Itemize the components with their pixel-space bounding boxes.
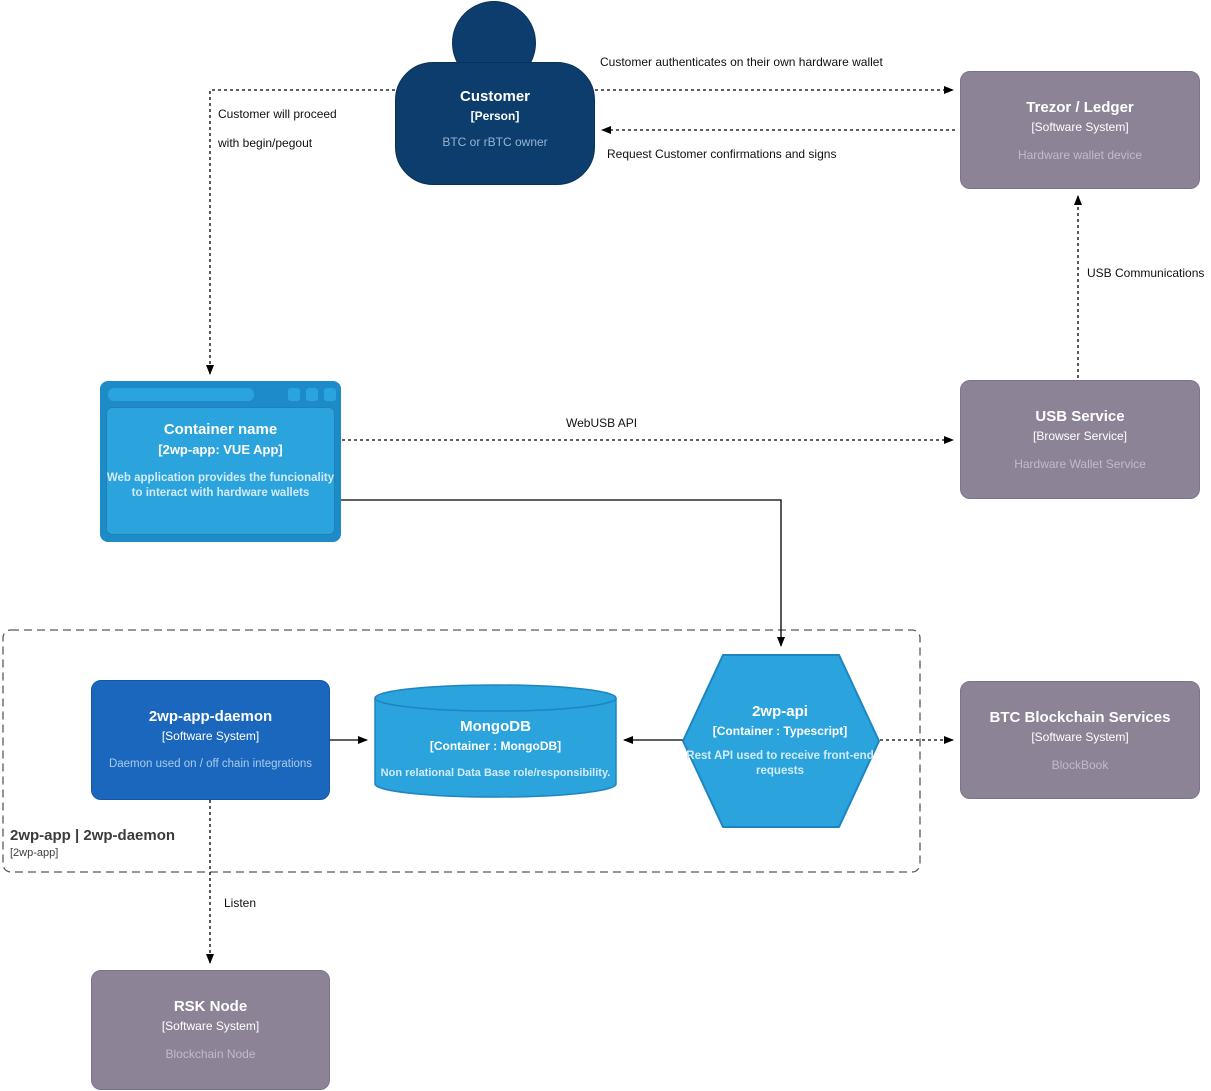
node-subtitle: [Software System] (161, 729, 260, 743)
node-trezor-ledger: Trezor / Ledger [Software System] Hardwa… (960, 71, 1200, 189)
label-customer-authenticates: Customer authenticates on their own hard… (600, 55, 883, 69)
browser-window-button (288, 388, 300, 401)
label-customer-proceed-line2: with begin/pegout (218, 136, 313, 150)
node-description: BlockBook (1051, 758, 1109, 772)
node-title: USB Service (1035, 408, 1125, 425)
edge-container-to-api (341, 499, 785, 647)
node-rsk-node: RSK Node [Software System] Blockchain No… (91, 970, 330, 1090)
node-btc-blockchain-services: BTC Blockchain Services [Software System… (960, 681, 1200, 799)
boundary-2wp-app (2, 629, 921, 873)
label-webusb-api: WebUSB API (566, 416, 638, 430)
boundary-label: 2wp-app | 2wp-daemon (10, 827, 176, 844)
node-title: MongoDB (460, 718, 531, 735)
node-description: Web application provides the funcionalit… (106, 472, 335, 499)
node-description: BTC or rBTC owner (442, 135, 548, 149)
edge-customer-to-container (206, 89, 395, 375)
label-customer-proceed-line1: Customer will proceed (218, 107, 337, 121)
node-subtitle: [2wp-app: VUE App] (158, 442, 283, 457)
node-2wp-app-daemon: 2wp-app-daemon [Software System] Daemon … (91, 680, 330, 800)
node-description: Hardware wallet device (1017, 148, 1143, 162)
browser-window-button (306, 388, 318, 401)
node-subtitle: [Software System] (1031, 730, 1129, 744)
node-title: RSK Node (173, 998, 248, 1015)
boundary-sublabel: [2wp-app] (10, 847, 59, 859)
label-listen: Listen (224, 896, 257, 910)
node-subtitle: [Software System] (1031, 120, 1129, 134)
browser-content-panel: Container name [2wp-app: VUE App] Web ap… (106, 407, 335, 535)
node-subtitle: [Software System] (161, 1019, 260, 1033)
node-customer: Customer [Person] BTC or rBTC owner (395, 62, 595, 185)
node-subtitle: [Container : Typescript] (712, 724, 848, 738)
label-usb-communications: USB Communications (1087, 266, 1205, 280)
node-title: Customer (459, 88, 530, 105)
node-description: Daemon used on / off chain integrations (108, 758, 313, 770)
browser-address-bar (108, 388, 254, 401)
node-description: Rest API used to receive front-end reque… (686, 750, 874, 777)
node-title: Container name (163, 421, 278, 438)
node-description: Non relational Data Base role/responsibi… (380, 767, 611, 779)
node-title: Trezor / Ledger (1026, 99, 1134, 116)
browser-window-button (324, 388, 336, 401)
node-subtitle: [Person] (470, 109, 520, 123)
node-subtitle: [Container : MongoDB] (429, 739, 562, 753)
node-mongodb-cylinder-icon (374, 684, 617, 798)
node-2wp-api: 2wp-api [Container : Typescript] Rest AP… (682, 653, 878, 779)
node-2wp-api-hexagon-icon (682, 654, 880, 828)
node-container-2wp-app: Container name [2wp-app: VUE App] Web ap… (100, 381, 341, 542)
node-title: 2wp-api (752, 703, 808, 720)
node-description: Hardware Wallet Service (1014, 457, 1146, 471)
node-subtitle: [Browser Service] (1032, 429, 1128, 443)
node-title: BTC Blockchain Services (989, 709, 1171, 726)
label-request-confirmations: Request Customer confirmations and signs (607, 147, 837, 161)
node-title: 2wp-app-daemon (148, 708, 273, 725)
node-description: Blockchain Node (165, 1047, 256, 1061)
node-mongodb: MongoDB [Container : MongoDB] Non relati… (374, 684, 617, 781)
node-usb-service: USB Service [Browser Service] Hardware W… (960, 380, 1200, 499)
